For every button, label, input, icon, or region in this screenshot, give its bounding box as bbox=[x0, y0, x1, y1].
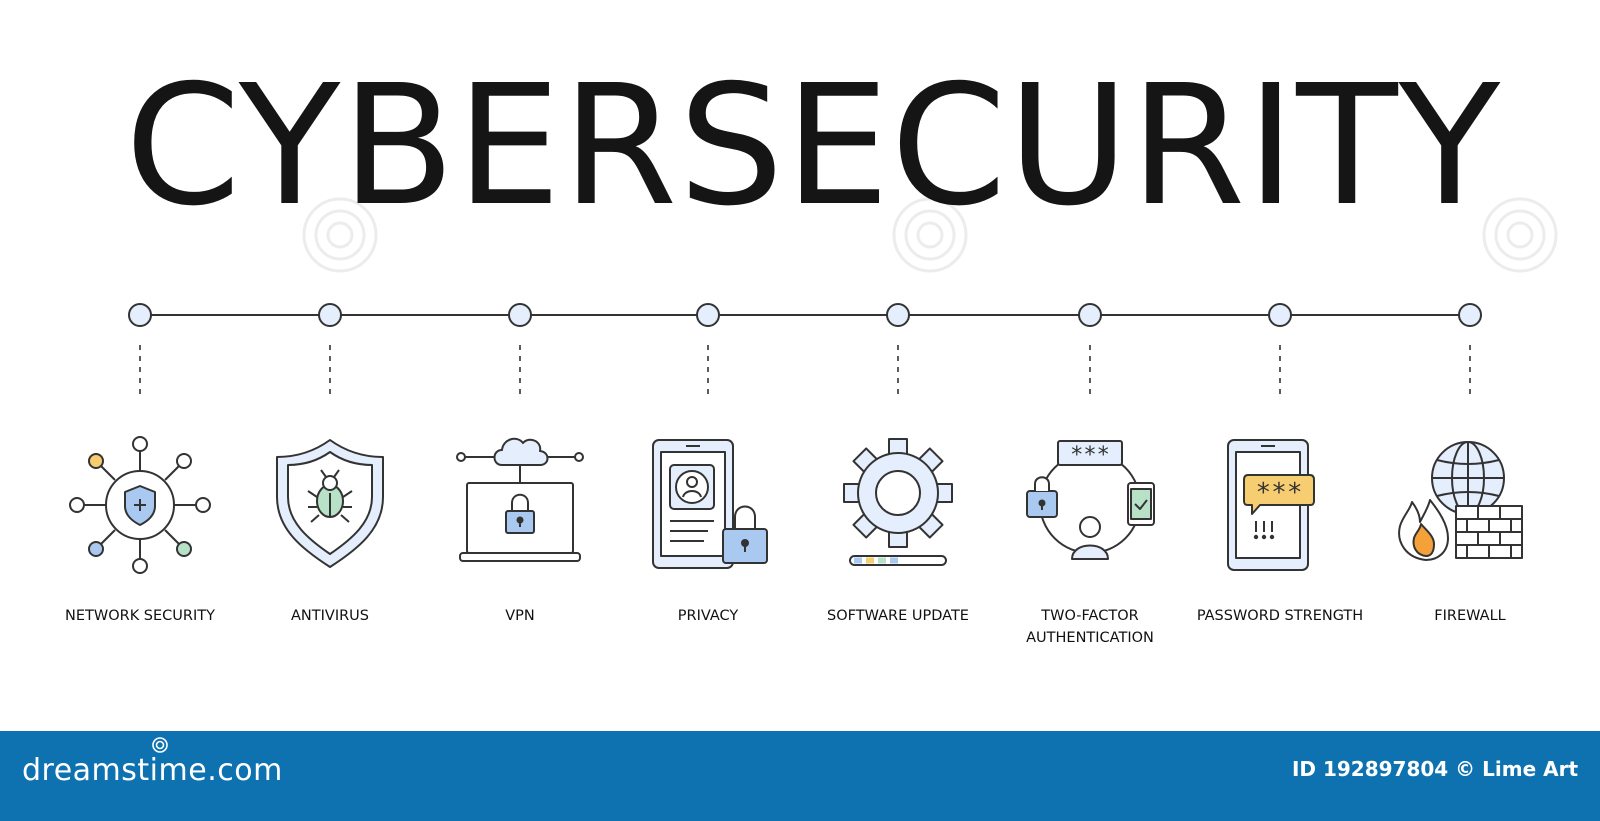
node-label-line: FIREWALL bbox=[1434, 608, 1506, 624]
timeline-node-dot bbox=[1458, 303, 1482, 327]
timeline-dots bbox=[128, 303, 1482, 327]
brick bbox=[1488, 544, 1512, 559]
node-label-line: PASSWORD STRENGTH bbox=[1196, 608, 1364, 624]
brick bbox=[1488, 518, 1512, 533]
timeline-node-dot bbox=[886, 303, 910, 327]
brand-logo[interactable]: dreamstime.com bbox=[22, 753, 283, 788]
timeline-node-dot bbox=[1078, 303, 1102, 327]
node-label: NETWORK SECURITY bbox=[35, 605, 245, 627]
page-title: CYBERSECURITY bbox=[124, 50, 1502, 243]
two-factor-cycle-icon: *** bbox=[1026, 440, 1155, 560]
brick bbox=[1466, 544, 1490, 559]
brand-spiral-icon bbox=[152, 737, 168, 753]
timeline-connectors bbox=[139, 345, 1471, 398]
brick bbox=[1499, 505, 1523, 520]
svg-text:***: *** bbox=[1070, 443, 1110, 468]
brick bbox=[1477, 505, 1501, 520]
svg-text:***: *** bbox=[1256, 478, 1303, 508]
timeline-node-dot bbox=[318, 303, 342, 327]
node-label: TWO-FACTOR AUTHENTICATION bbox=[985, 605, 1195, 649]
footer-bar: dreamstime.com ID 192897804 © Lime Art bbox=[0, 731, 1600, 821]
brick bbox=[1455, 505, 1479, 520]
node-label: PRIVACY bbox=[603, 605, 813, 627]
watermark-spiral-icon bbox=[302, 197, 378, 273]
node-label-line: NETWORK SECURITY bbox=[65, 608, 215, 624]
globe-wall-fire-icon bbox=[1398, 441, 1523, 561]
timeline-node-dot bbox=[508, 303, 532, 327]
cloud-laptop-lock-icon bbox=[456, 437, 584, 562]
timeline-node-dot bbox=[1268, 303, 1292, 327]
phone-password-icon: *** bbox=[1227, 439, 1315, 571]
watermark-spiral-icon bbox=[892, 197, 968, 273]
node-label: SOFTWARE UPDATE bbox=[793, 605, 1003, 627]
brick bbox=[1510, 518, 1523, 533]
brick bbox=[1499, 531, 1523, 546]
timeline-node-dot bbox=[696, 303, 720, 327]
brick bbox=[1455, 518, 1468, 533]
brick bbox=[1466, 518, 1490, 533]
gear-progress-icon bbox=[843, 438, 953, 566]
watermark-spiral-icon bbox=[1482, 197, 1558, 273]
brick bbox=[1510, 544, 1523, 559]
node-label: FIREWALL bbox=[1365, 605, 1575, 627]
node-label: PASSWORD STRENGTH bbox=[1175, 605, 1385, 627]
node-label-line: TWO-FACTOR bbox=[1041, 608, 1139, 624]
brick bbox=[1455, 531, 1479, 546]
node-label-line: AUTHENTICATION bbox=[1026, 630, 1154, 646]
phone-profile-lock-icon bbox=[652, 439, 768, 569]
node-label-line: PRIVACY bbox=[677, 608, 739, 624]
shield-bug-icon bbox=[276, 439, 384, 568]
node-label: ANTIVIRUS bbox=[225, 605, 435, 627]
brick bbox=[1477, 531, 1501, 546]
node-label-line: ANTIVIRUS bbox=[291, 608, 369, 624]
timeline-diagram: *** *** bbox=[69, 303, 1523, 574]
node-label-line: SOFTWARE UPDATE bbox=[827, 608, 969, 624]
node-label-line: VPN bbox=[505, 608, 535, 624]
network-shield-icon bbox=[69, 436, 211, 574]
timeline-node-dot bbox=[128, 303, 152, 327]
node-label: VPN bbox=[415, 605, 625, 627]
brick bbox=[1455, 544, 1468, 559]
image-credit: ID 192897804 © Lime Art bbox=[1291, 757, 1578, 781]
